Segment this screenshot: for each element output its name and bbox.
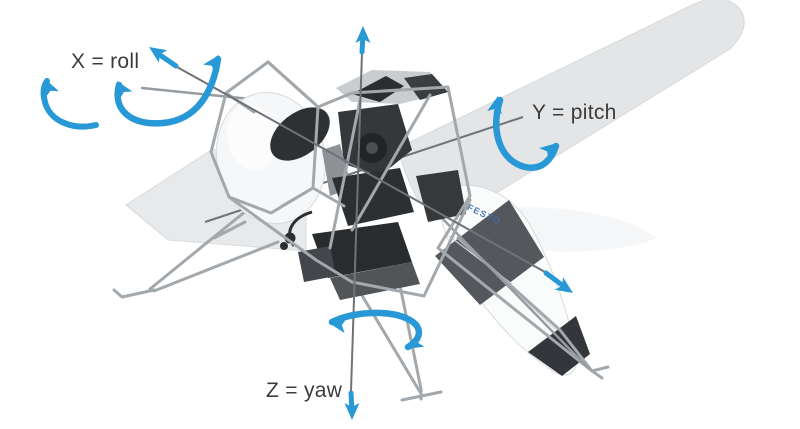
roll-rotation-arrow-small-icon <box>38 75 99 130</box>
z-axis-arrow-up-icon <box>355 26 371 55</box>
rear-legs <box>436 212 610 380</box>
yaw-rotation-arrow-icon <box>327 309 425 356</box>
left-forewing-edge <box>140 86 262 102</box>
x-axis-line <box>176 66 546 273</box>
roll-rotation-arrow-icon <box>110 50 226 127</box>
axis-label-pitch: Y = pitch <box>532 101 617 124</box>
pitch-rotation-arrow-icon <box>487 94 562 171</box>
axis-label-yaw: Z = yaw <box>266 379 343 402</box>
z-axis-line <box>350 51 363 392</box>
x-axis-arrow-lower-icon <box>543 270 578 300</box>
z-axis-arrow-down-icon <box>344 390 360 420</box>
right-forewing <box>397 0 745 214</box>
head-cage <box>209 60 320 215</box>
head <box>209 60 330 225</box>
x-axis-arrow-upper-icon <box>144 40 179 69</box>
abdomen-band <box>435 200 544 305</box>
axis-label-roll: X = roll <box>71 50 140 73</box>
thorax-machinery <box>227 70 472 300</box>
